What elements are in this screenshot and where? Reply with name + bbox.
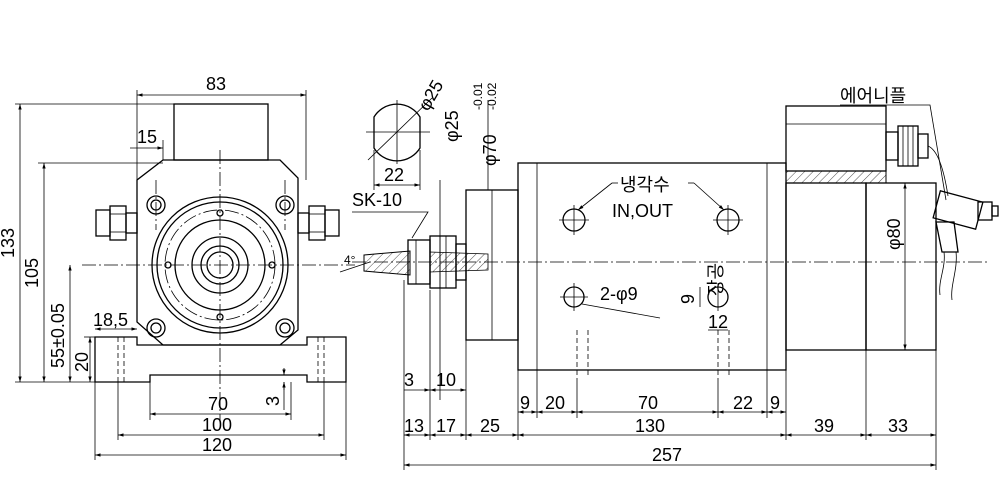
dim-20: 20: [72, 352, 92, 372]
dim-39: 39: [814, 416, 834, 436]
dim-phi70-tol-upper: -0.01: [471, 82, 485, 110]
dim-257: 257: [652, 445, 682, 465]
dim-12-slot: 12: [708, 312, 728, 332]
air-nipple-top: [885, 125, 949, 197]
dim-105: 105: [22, 258, 42, 288]
side-view: 22 φ25 φ25 φ70 -0.01 -0.02 SK-10 4°: [339, 77, 999, 470]
dim-phi70: φ70: [480, 134, 500, 166]
dim-100: 100: [202, 415, 232, 435]
dim-130: 130: [635, 416, 665, 436]
label-in-out: IN,OUT: [612, 201, 673, 221]
label-angle-4: 4°: [344, 253, 356, 267]
dim-133: 133: [0, 228, 18, 258]
dim-83: 83: [206, 74, 226, 94]
dim-9-slot: 9: [678, 294, 698, 304]
label-coolant: 냉각수: [620, 175, 670, 195]
dim-70-front: 70: [208, 394, 228, 414]
dim-phi25-b: φ25: [442, 110, 462, 142]
dim-22-side: 22: [733, 393, 753, 413]
dim-10-side: 10: [436, 370, 456, 390]
dim-phi25-a: φ25: [414, 77, 447, 114]
label-2-phi9: 2-φ9: [600, 284, 638, 304]
shaft-detail: 22 φ25: [366, 77, 447, 190]
terminal-box: [173, 103, 269, 161]
dim-9-a: 9: [520, 393, 530, 413]
side-terminal-box: [785, 105, 887, 172]
front-view: 83 15 133 105 55±0.05 20 18,5 70 100: [0, 74, 355, 460]
air-nipple-right: [932, 189, 999, 301]
dim-55: 55±0.05: [48, 303, 68, 368]
dim-15: 15: [137, 127, 157, 147]
motor-cap: [865, 182, 937, 351]
dim-13: 13: [404, 416, 424, 436]
dim-3-front: 3: [263, 396, 283, 406]
front-base: [94, 336, 347, 383]
dim-3-side: 3: [404, 370, 414, 390]
dim-17: 17: [436, 416, 456, 436]
label-slot: 장공: [706, 263, 726, 296]
dim-9-b: 9: [770, 393, 780, 413]
dim-18-5: 18,5: [93, 310, 128, 330]
dim-phi70-tol-lower: -0.02: [485, 82, 499, 110]
dim-20-side: 20: [545, 393, 565, 413]
dim-70-side: 70: [638, 393, 658, 413]
motor-rear: [785, 182, 867, 351]
label-sk10: SK-10: [352, 190, 402, 210]
dim-120: 120: [202, 435, 232, 455]
bolt-holes: [146, 195, 295, 338]
dim-33: 33: [888, 416, 908, 436]
dim-25: 25: [480, 416, 500, 436]
dim-22: 22: [384, 165, 404, 185]
dim-phi80: φ80: [884, 218, 904, 250]
label-air-nipple: 에어니플: [840, 86, 906, 106]
side-fittings: [95, 205, 340, 241]
